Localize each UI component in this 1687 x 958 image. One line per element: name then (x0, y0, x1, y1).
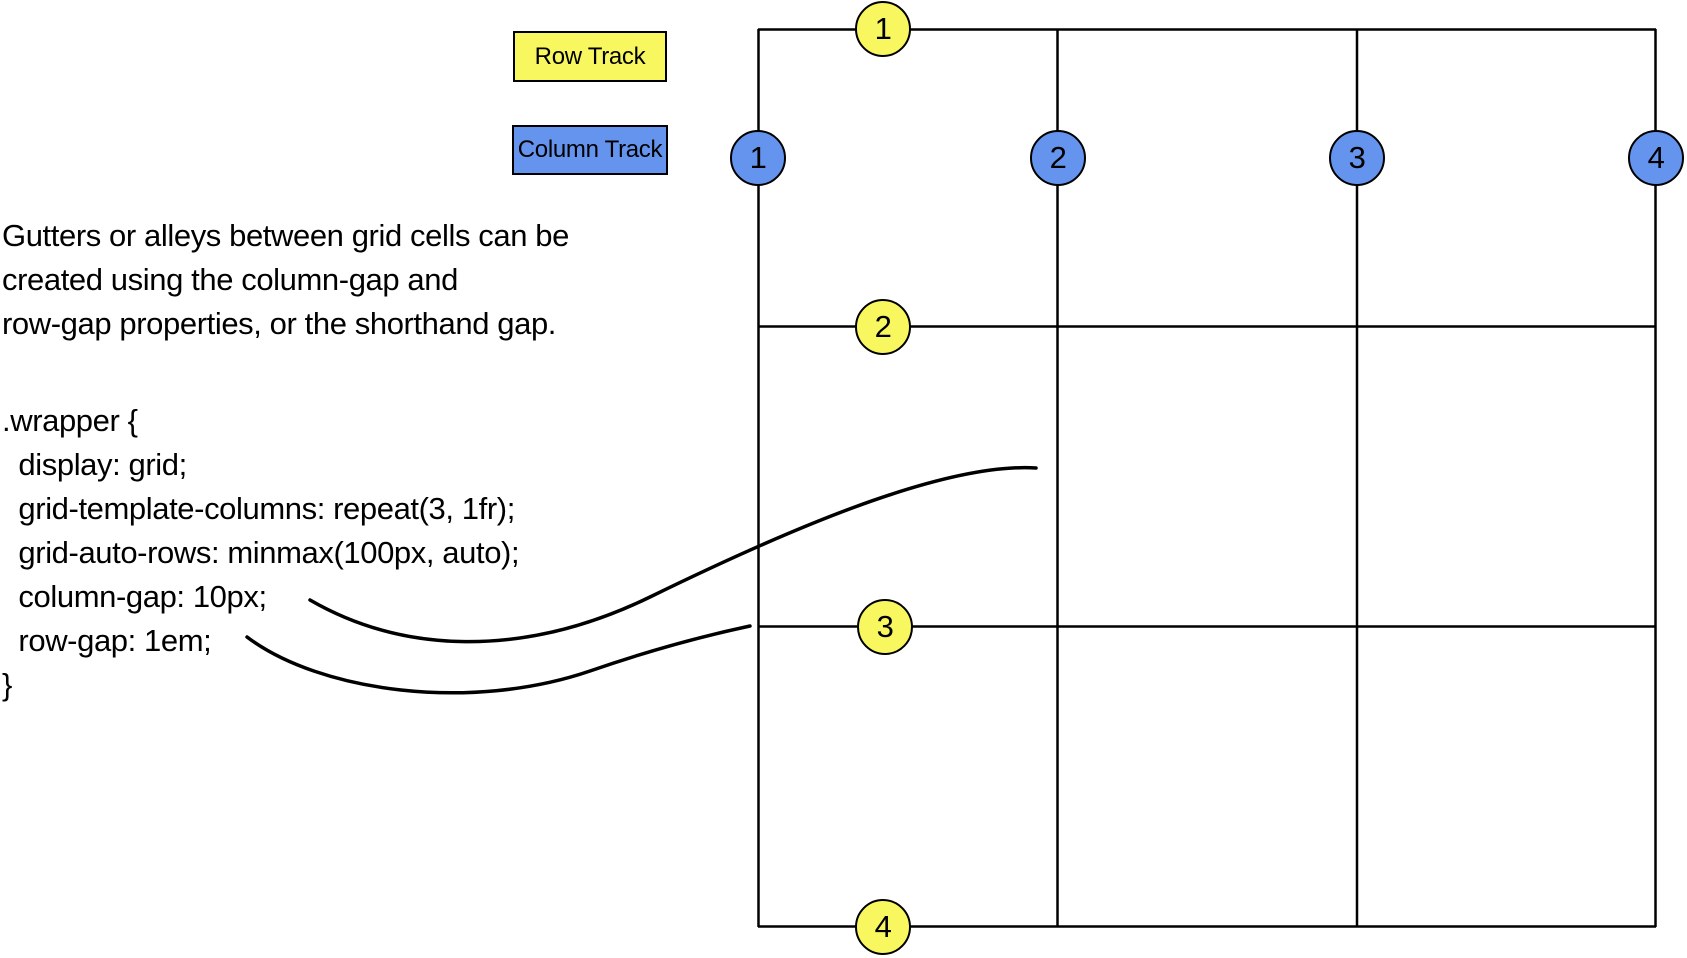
code-line-grid-template-columns: grid-template-columns: repeat(3, 1fr); (2, 491, 515, 526)
row-track-legend: Row Track (513, 31, 667, 82)
css-code-snippet: .wrapper { display: grid; grid-template-… (2, 399, 520, 707)
code-line-display: display: grid; (2, 447, 187, 482)
description-line: Gutters or alleys between grid cells can… (2, 218, 569, 253)
column-line-marker-2: 2 (1030, 130, 1086, 186)
row-line-marker-4: 4 (855, 899, 911, 955)
row-line-marker-2: 2 (855, 299, 911, 355)
code-line-column-gap: column-gap: 10px; (2, 579, 267, 614)
column-gap-pointer-curve (308, 465, 1038, 644)
column-line-marker-4: 4 (1628, 130, 1684, 186)
code-line-wrapper-selector: .wrapper { (2, 403, 138, 438)
column-track-legend: Column Track (512, 125, 668, 175)
code-line-grid-auto-rows: grid-auto-rows: minmax(100px, auto); (2, 535, 520, 570)
row-gap-pointer-curve (245, 624, 752, 695)
column-line-marker-3: 3 (1329, 130, 1385, 186)
code-line-row-gap: row-gap: 1em; (2, 623, 212, 658)
description-paragraph: Gutters or alleys between grid cells can… (2, 214, 569, 346)
description-line: created using the column-gap and (2, 262, 458, 297)
description-line: row-gap properties, or the shorthand gap… (2, 306, 556, 341)
code-line-closing-brace: } (2, 667, 12, 702)
row-line-marker-1: 1 (855, 1, 911, 57)
column-line-marker-1: 1 (730, 130, 786, 186)
row-line-marker-3: 3 (857, 599, 913, 655)
